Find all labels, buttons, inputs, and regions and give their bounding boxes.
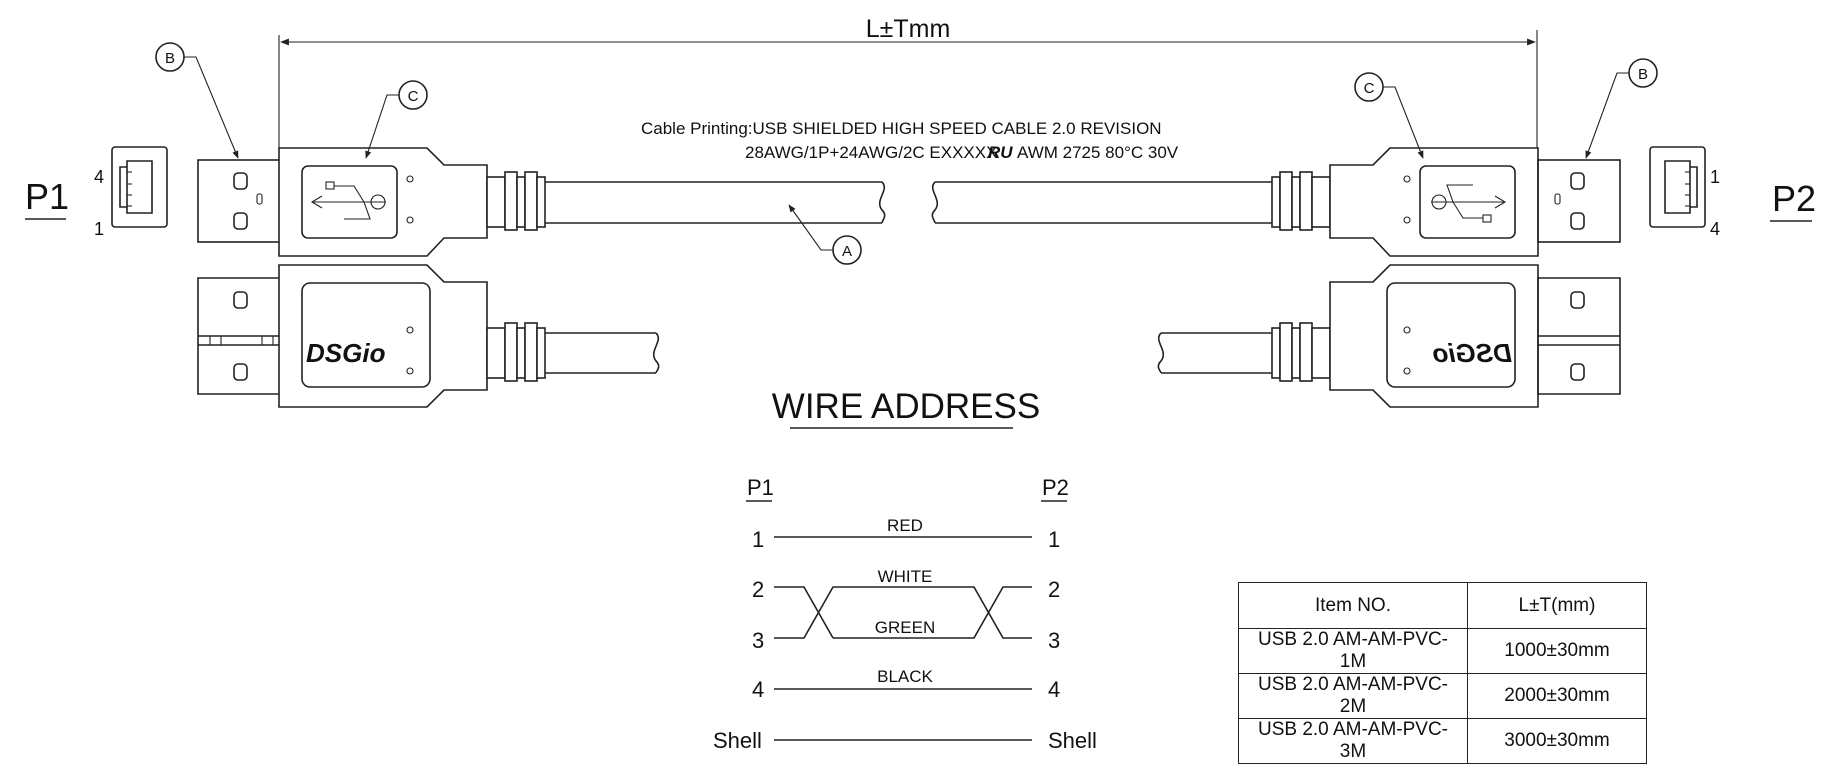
svg-text:2: 2 xyxy=(1048,577,1060,602)
p2-side-connector: DSGio xyxy=(1157,264,1621,408)
table-row: USB 2.0 AM-AM-PVC-1M 1000±30mm xyxy=(1238,628,1647,674)
length-table: Item NO. L±T(mm) USB 2.0 AM-AM-PVC-1M 10… xyxy=(1238,582,1647,764)
table-cell: 1000±30mm xyxy=(1467,628,1647,674)
p1-face-view: 4 1 xyxy=(94,146,168,239)
svg-text:B: B xyxy=(165,50,175,67)
table-header-row: Item NO. L±T(mm) xyxy=(1238,582,1647,629)
p1-pin1: 1 xyxy=(94,219,104,239)
svg-text:Shell: Shell xyxy=(713,728,762,753)
svg-text:1: 1 xyxy=(1048,527,1060,552)
table-header: L±T(mm) xyxy=(1467,582,1647,629)
p1-label: P1 xyxy=(25,176,69,217)
svg-text:B: B xyxy=(1638,66,1648,83)
svg-text:C: C xyxy=(1364,80,1375,97)
table-cell: USB 2.0 AM-AM-PVC-3M xyxy=(1238,718,1468,764)
wire-address-title: WIRE ADDRESS xyxy=(772,387,1040,426)
callout-b-left: B xyxy=(155,42,239,159)
svg-text:1: 1 xyxy=(752,527,764,552)
wire-left-header: P1 xyxy=(747,475,774,500)
wire-right-header: P2 xyxy=(1042,475,1069,500)
wire-address: WIRE ADDRESS P1 P2 1 1 RED 2 2 3 3 WHITE… xyxy=(713,387,1097,753)
wire-color-white: WHITE xyxy=(878,567,933,586)
wire-color-red: RED xyxy=(887,516,923,535)
p1-side-connector: DSGio xyxy=(197,264,660,408)
svg-text:A: A xyxy=(842,243,852,260)
p2-pin1: 1 xyxy=(1710,167,1720,187)
p2-top-connector xyxy=(931,147,1621,257)
callout-c-right: C xyxy=(1354,72,1424,159)
ul-mark: RU xyxy=(988,143,1013,162)
cable-printing-line2-tail: AWM 2725 80°C 30V xyxy=(1017,143,1179,162)
cable-printing-line2: 28AWG/1P+24AWG/2C EXXXXX xyxy=(745,143,997,162)
dimension-label: L±Tmm xyxy=(866,15,951,43)
svg-text:Shell: Shell xyxy=(1048,728,1097,753)
svg-text:3: 3 xyxy=(1048,628,1060,653)
length-dimension: L±Tmm xyxy=(278,15,1538,150)
table-header: Item NO. xyxy=(1238,582,1468,629)
p2-label: P2 xyxy=(1772,178,1816,219)
p1-logo: DSGio xyxy=(306,338,386,368)
wire-color-black: BLACK xyxy=(877,667,933,686)
callout-b-right: B xyxy=(1585,58,1658,159)
p2-pin4: 4 xyxy=(1710,219,1720,239)
p1-pin4: 4 xyxy=(94,167,104,187)
callout-a: A xyxy=(788,204,862,265)
svg-text:C: C xyxy=(408,88,419,105)
svg-text:4: 4 xyxy=(1048,677,1060,702)
table-cell: USB 2.0 AM-AM-PVC-2M xyxy=(1238,673,1468,719)
table-cell: USB 2.0 AM-AM-PVC-1M xyxy=(1238,628,1468,674)
svg-text:4: 4 xyxy=(752,677,764,702)
table-cell: 2000±30mm xyxy=(1467,673,1647,719)
svg-text:2: 2 xyxy=(752,577,764,602)
p2-logo: DSGio xyxy=(1432,338,1512,368)
wire-color-green: GREEN xyxy=(875,618,935,637)
svg-text:3: 3 xyxy=(752,628,764,653)
table-row: USB 2.0 AM-AM-PVC-2M 2000±30mm xyxy=(1238,673,1647,719)
p2-face-view: 1 4 xyxy=(1649,146,1720,239)
table-cell: 3000±30mm xyxy=(1467,718,1647,764)
table-row: USB 2.0 AM-AM-PVC-3M 3000±30mm xyxy=(1238,718,1647,764)
callout-c-left: C xyxy=(365,80,428,159)
p1-top-connector xyxy=(197,147,886,257)
cable-printing-line1: Cable Printing:USB SHIELDED HIGH SPEED C… xyxy=(641,119,1162,138)
